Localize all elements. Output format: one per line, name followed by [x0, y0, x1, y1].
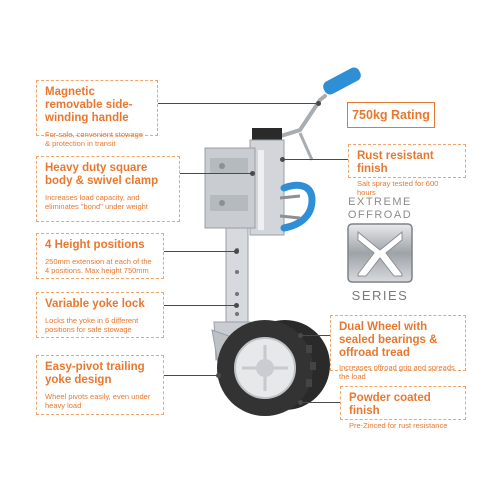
callout-desc: Wheel pivots easily, even under heavy lo…: [45, 392, 151, 410]
leader-line: [164, 375, 218, 376]
handle-grip-icon: [323, 67, 361, 95]
callout-desc: Salt spray tested for 600 hours: [357, 179, 439, 197]
callout-title: Rust resistant finish: [357, 150, 434, 175]
callout-desc: 250mm extension at each of the 4 positio…: [45, 257, 152, 275]
callout-desc: For safe, convenient stowage & protectio…: [45, 130, 143, 148]
callout-title: Variable yoke lock: [45, 298, 145, 310]
callout-height: 4 Height positions 250mm extension at ea…: [36, 233, 164, 279]
callout-powder: Powder coated finish Pre-Zinced for rust…: [340, 386, 466, 430]
leader-dot: [316, 101, 321, 106]
logo-line-extreme: EXTREME: [348, 196, 412, 208]
leader-line: [164, 305, 236, 306]
leader-line: [300, 402, 340, 403]
callout-desc: Pre-Zinced for rust resistance: [349, 421, 448, 430]
callout-yoke: Variable yoke lock Locks the yoke in 6 d…: [36, 292, 164, 338]
leader-line: [164, 251, 236, 252]
leader-dot: [280, 157, 285, 162]
leader-line: [300, 335, 330, 336]
callout-title: 4 Height positions: [45, 239, 145, 251]
callout-title: Easy-pivot trailing yoke design: [45, 361, 145, 386]
rating-badge: 750kg Rating: [347, 102, 435, 128]
callout-title: Dual Wheel with sealed bearings & offroa…: [339, 321, 438, 359]
leader-line: [282, 159, 348, 160]
callout-handle: Magnetic removable side-winding handle F…: [36, 80, 158, 148]
callout-desc: Increases offroad grip and spreads the l…: [339, 363, 455, 381]
leader-line: [158, 103, 318, 104]
leader-dot: [234, 303, 239, 308]
leader-dot: [250, 171, 255, 176]
leader-dot: [216, 373, 221, 378]
logo-line-offroad: OFFROAD: [347, 209, 413, 221]
callout-title: Magnetic removable side-winding handle: [45, 86, 133, 124]
callout-rust: Rust resistant finish Salt spray tested …: [348, 144, 466, 197]
callout-wheel: Dual Wheel with sealed bearings & offroa…: [330, 315, 466, 381]
callout-title: Heavy duty square body & swivel clamp: [45, 162, 159, 187]
leader-dot: [298, 333, 303, 338]
callout-desc: Locks the yoke in 6 different positions …: [45, 316, 139, 334]
leader-line: [180, 173, 252, 174]
callout-body: Heavy duty square body & swivel clamp In…: [36, 156, 180, 222]
callout-desc: Increases load capacity, and eliminates …: [45, 193, 148, 211]
callout-title: Powder coated finish: [349, 392, 431, 417]
leader-dot: [298, 400, 303, 405]
leader-dot: [234, 249, 239, 254]
x-series-logo-icon: [347, 223, 413, 283]
callout-pivot: Easy-pivot trailing yoke design Wheel pi…: [36, 355, 164, 415]
logo-line-series: SERIES: [351, 288, 409, 303]
